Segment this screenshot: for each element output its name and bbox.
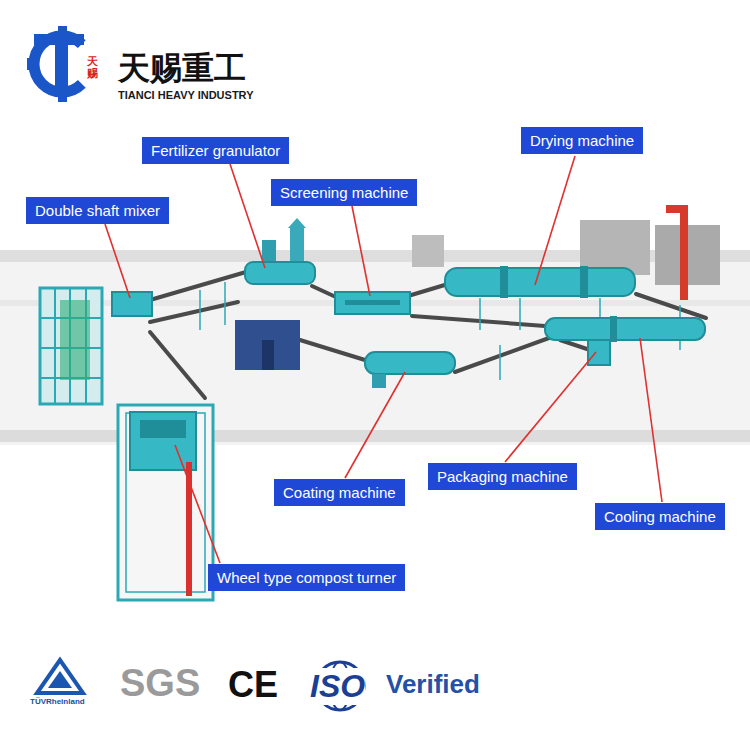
certificate-text: TÜVRheinland xyxy=(30,697,85,706)
callout-text: Double shaft mixer xyxy=(35,201,160,220)
leader-lines xyxy=(105,156,662,563)
callout-box: Wheel type compost turner xyxy=(208,564,405,591)
certificate-text: CE xyxy=(228,664,278,705)
callout-text: Drying machine xyxy=(530,131,634,150)
callout-text: Cooling machine xyxy=(604,507,716,526)
certificate-text: SGS xyxy=(120,662,200,706)
callout-text: Coating machine xyxy=(283,483,396,502)
callout-text: Screening machine xyxy=(280,183,408,202)
certificate-text: ISO xyxy=(310,668,365,705)
callout-box: Coating machine xyxy=(274,479,405,506)
callout-text: Wheel type compost turner xyxy=(217,568,396,587)
logo-icon xyxy=(27,26,84,102)
callout-box: Fertilizer granulator xyxy=(142,137,289,164)
callout-box: Packaging machine xyxy=(428,463,577,490)
brand-subtitle: TIANCI HEAVY INDUSTRY xyxy=(118,89,253,102)
callout-box: Screening machine xyxy=(271,179,417,206)
callout-box: Cooling machine xyxy=(595,503,725,530)
callout-text: Packaging machine xyxy=(437,467,568,486)
callout-box: Double shaft mixer xyxy=(26,197,169,224)
callout-box: Drying machine xyxy=(521,127,643,154)
callout-text: Fertilizer granulator xyxy=(151,141,280,160)
logo-mark-text: 天赐 xyxy=(87,55,98,79)
certificate-text: Verified xyxy=(386,670,480,700)
brand-name: 天赐重工 xyxy=(118,50,246,87)
